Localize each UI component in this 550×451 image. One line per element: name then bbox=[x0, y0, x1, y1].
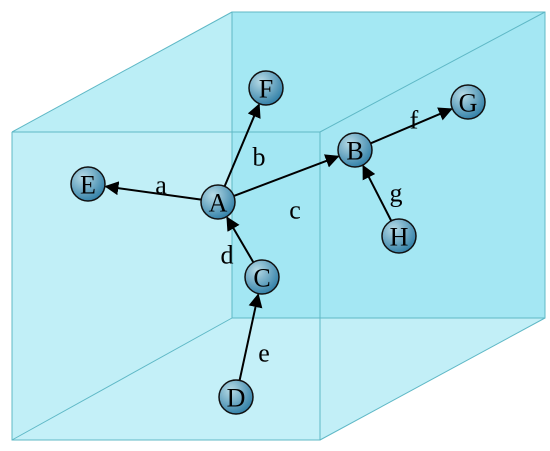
node-h: H bbox=[381, 218, 417, 254]
edge-label-f: f bbox=[410, 106, 419, 135]
nodes: A B C D E F G H bbox=[70, 70, 486, 415]
node-label-a: A bbox=[209, 189, 228, 218]
edge-label-b: b bbox=[253, 143, 266, 172]
node-f: F bbox=[248, 70, 284, 106]
cube-bottom-face bbox=[12, 318, 545, 440]
node-label-h: H bbox=[390, 223, 409, 252]
edge-arrow-g bbox=[362, 164, 393, 222]
cube-right-face bbox=[320, 12, 545, 440]
edge-label-g: g bbox=[390, 179, 403, 208]
node-circle-c bbox=[244, 259, 280, 295]
node-circle-b bbox=[337, 132, 373, 168]
edge-label-a: a bbox=[155, 171, 167, 200]
edge-label-e: e bbox=[258, 339, 270, 368]
cube-left-face bbox=[12, 12, 232, 440]
node-label-f: F bbox=[259, 75, 273, 104]
node-label-d: D bbox=[227, 384, 246, 413]
node-c: C bbox=[244, 259, 280, 295]
cube-edge-br bbox=[319, 317, 546, 441]
cube-edges bbox=[11, 11, 546, 441]
node-label-b: B bbox=[346, 137, 363, 166]
node-label-c: C bbox=[253, 264, 270, 293]
node-circle-a bbox=[200, 184, 236, 220]
edge-arrow-a bbox=[104, 181, 202, 201]
node-g: G bbox=[450, 84, 486, 120]
edge-arrow-c bbox=[233, 154, 340, 197]
node-circle-g bbox=[450, 84, 486, 120]
node-label-e: E bbox=[80, 171, 96, 200]
node-d: D bbox=[218, 379, 254, 415]
cube-edge-bl bbox=[11, 317, 233, 441]
cube-edge-tl bbox=[11, 11, 233, 133]
node-a: A bbox=[200, 184, 236, 220]
edge-arrow-f bbox=[370, 107, 453, 145]
node-label-g: G bbox=[459, 89, 478, 118]
node-b: B bbox=[337, 132, 373, 168]
node-circle-d bbox=[218, 379, 254, 415]
edge-arrow-d bbox=[226, 216, 255, 263]
node-e: E bbox=[70, 166, 106, 202]
edge-label-c: c bbox=[289, 196, 301, 225]
node-circle-f bbox=[248, 70, 284, 106]
edge-arrow-e bbox=[238, 293, 263, 381]
node-circle-e bbox=[70, 166, 106, 202]
cube-edge-tr bbox=[319, 11, 546, 133]
node-circle-h bbox=[381, 218, 417, 254]
edges: a bc d e f g bbox=[104, 103, 453, 381]
edge-label-d: d bbox=[221, 241, 234, 270]
edge-arrow-b bbox=[223, 103, 261, 187]
